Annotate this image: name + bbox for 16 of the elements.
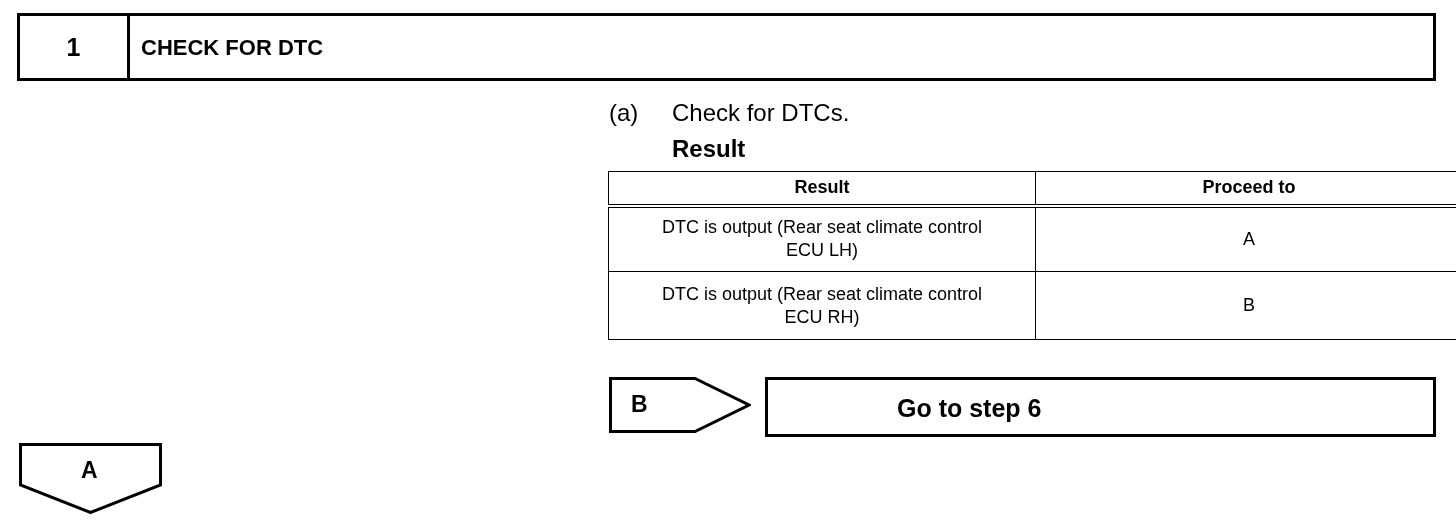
step-header-bar bbox=[17, 13, 1436, 81]
right-arrow-tag bbox=[609, 377, 751, 433]
table-cell: DTC is output (Rear seat climate control ECU LH) bbox=[608, 205, 1036, 272]
table-header-cell: Proceed to bbox=[1035, 171, 1456, 206]
destination-box bbox=[765, 377, 1436, 437]
tag-letter: A bbox=[81, 458, 98, 482]
destination-text: Go to step 6 bbox=[897, 394, 1042, 422]
section-heading: Result bbox=[672, 135, 746, 163]
down-arrow-tag bbox=[19, 443, 162, 514]
instruction-text: Check for DTCs. bbox=[672, 99, 850, 127]
table-cell: DTC is output (Rear seat climate control ECU RH) bbox=[608, 271, 1036, 340]
step-number: 1 bbox=[66, 32, 81, 62]
step-title: CHECK FOR DTC bbox=[141, 35, 324, 61]
table-header-cell: Result bbox=[608, 171, 1036, 206]
list-marker: (a) bbox=[609, 99, 639, 127]
tag-letter: B bbox=[631, 392, 648, 416]
